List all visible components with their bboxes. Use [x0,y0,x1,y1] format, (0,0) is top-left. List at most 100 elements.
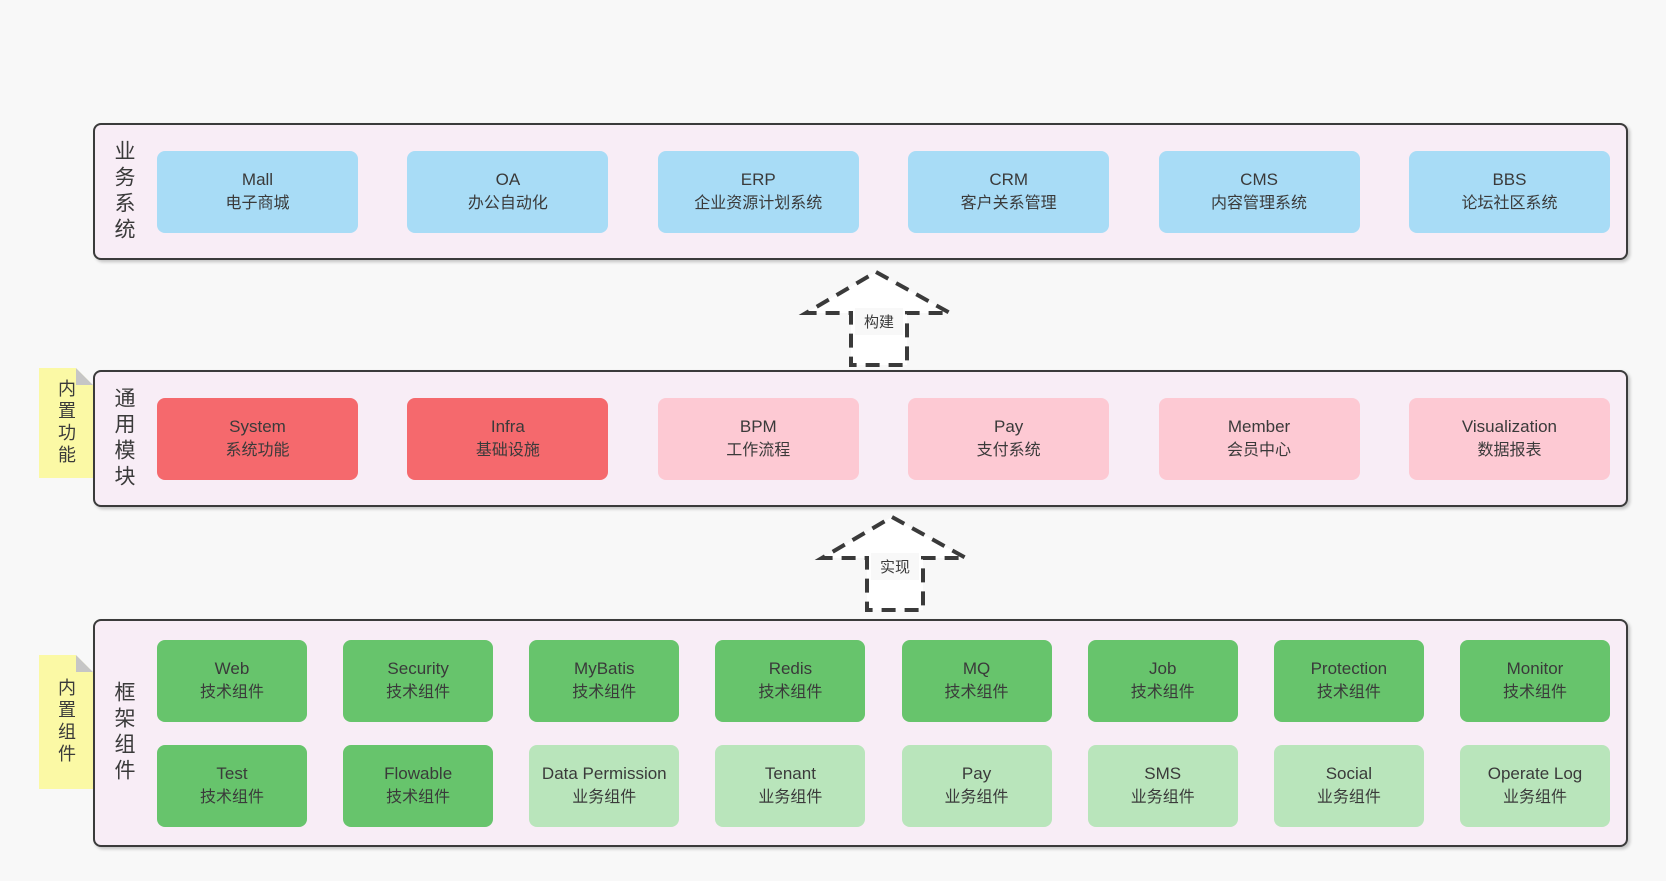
sticky-note-builtin-components: 内置组件 [39,655,93,789]
box-subtitle: 技术组件 [758,683,823,701]
box-title: Test [216,763,248,783]
box-title: SMS [1144,763,1182,783]
box-subtitle: 业务组件 [1502,788,1567,806]
box-pay: Pay 业务组件 [901,744,1052,827]
box-sms: SMS 业务组件 [1087,744,1238,827]
box-subtitle: 技术组件 [199,683,264,701]
box-subtitle: 基础设施 [475,441,540,459]
arrow-label: 实现 [880,559,910,576]
box-title: Monitor [1506,658,1564,678]
box-title: System [229,416,286,436]
box-subtitle: 业务组件 [944,788,1009,806]
box-title: Social [1325,763,1372,783]
box-title: MyBatis [574,658,635,678]
box-subtitle: 技术组件 [572,683,637,701]
box-title: Security [387,658,449,678]
box-title: Job [1148,658,1177,678]
box-subtitle: 工作流程 [726,441,791,459]
arrow-implement: 实现 [814,514,974,612]
box-subtitle: 技术组件 [1502,683,1567,701]
box-title: OA [495,169,521,189]
box-title: Protection [1310,658,1388,678]
box-oa: OA 办公自动化 [407,150,609,233]
box-subtitle: 技术组件 [1130,683,1195,701]
box-title: Pay [994,416,1024,436]
box-subtitle: 技术组件 [386,788,451,806]
section-label: 业务系统 [112,139,135,244]
box-security: Security 技术组件 [343,639,494,722]
box-title: Tenant [764,763,816,783]
arrow-label-background [855,308,903,335]
box-pay: Pay 支付系统 [908,397,1110,480]
box-subtitle: 会员中心 [1227,441,1292,459]
box-title: Member [1227,416,1291,436]
box-title: Infra [490,416,525,436]
arrow-build: 构建 [798,269,958,367]
box-job: Job 技术组件 [1087,639,1238,722]
box-tenant: Tenant 业务组件 [715,744,866,827]
box-subtitle: 办公自动化 [467,194,548,212]
box-title: BBS [1492,169,1527,189]
box-infra: Infra 基础设施 [407,397,609,480]
box-subtitle: 业务组件 [758,788,823,806]
box-row: System 系统功能 Infra 基础设施 BPM 工作流程 Pay 支付系统 Member 会… [157,397,1610,480]
box-protection: Protection 技术组件 [1273,639,1424,722]
box-subtitle: 技术组件 [1316,683,1381,701]
sticky-note-text: 内置功能 [56,379,76,467]
box-test: Test 技术组件 [157,744,307,827]
box-redis: Redis 技术组件 [715,639,866,722]
box-subtitle: 系统功能 [225,441,290,459]
arrow-label-background [871,553,919,580]
box-title: CRM [989,169,1029,189]
box-subtitle: 支付系统 [976,441,1041,459]
box-title: BPM [739,416,777,436]
section-label: 通用模块 [112,386,135,491]
box-bbs: BBS 论坛社区系统 [1408,150,1610,233]
section-common-modules: 通用模块 System 系统功能 Infra 基础设施 BPM 工作流程 Pay 支付系统 Me… [93,370,1628,507]
box-mq: MQ 技术组件 [901,639,1052,722]
box-subtitle: 业务组件 [1130,788,1195,806]
box-subtitle: 内容管理系统 [1211,194,1308,212]
box-mybatis: MyBatis 技术组件 [529,639,680,722]
box-crm: CRM 客户关系管理 [908,150,1110,233]
box-subtitle: 技术组件 [199,788,264,806]
box-subtitle: 企业资源计划系统 [694,194,823,212]
box-cms: CMS 内容管理系统 [1158,150,1360,233]
box-subtitle: 论坛社区系统 [1461,194,1558,212]
box-subtitle: 数据报表 [1477,441,1542,459]
box-subtitle: 技术组件 [944,683,1009,701]
box-title: Data Permission [541,763,667,783]
box-flowable: Flowable 技术组件 [343,744,494,827]
box-member: Member 会员中心 [1158,397,1360,480]
sticky-note-text: 内置组件 [56,678,76,766]
section-label: 框架组件 [112,681,135,785]
box-system: System 系统功能 [157,397,358,480]
box-title: Redis [768,658,813,678]
box-title: Flowable [384,763,453,783]
sticky-note-builtin-features: 内置功能 [39,368,93,478]
box-title: MQ [962,658,991,678]
box-subtitle: 技术组件 [386,683,451,701]
box-erp: ERP 企业资源计划系统 [657,150,859,233]
box-title: CMS [1240,169,1278,189]
arrow-label: 构建 [864,314,894,331]
box-title: ERP [740,169,776,189]
box-subtitle: 客户关系管理 [960,194,1057,212]
box-bpm: BPM 工作流程 [657,397,859,480]
box-title: Pay [961,763,992,783]
box-subtitle: 电子商城 [225,194,290,212]
